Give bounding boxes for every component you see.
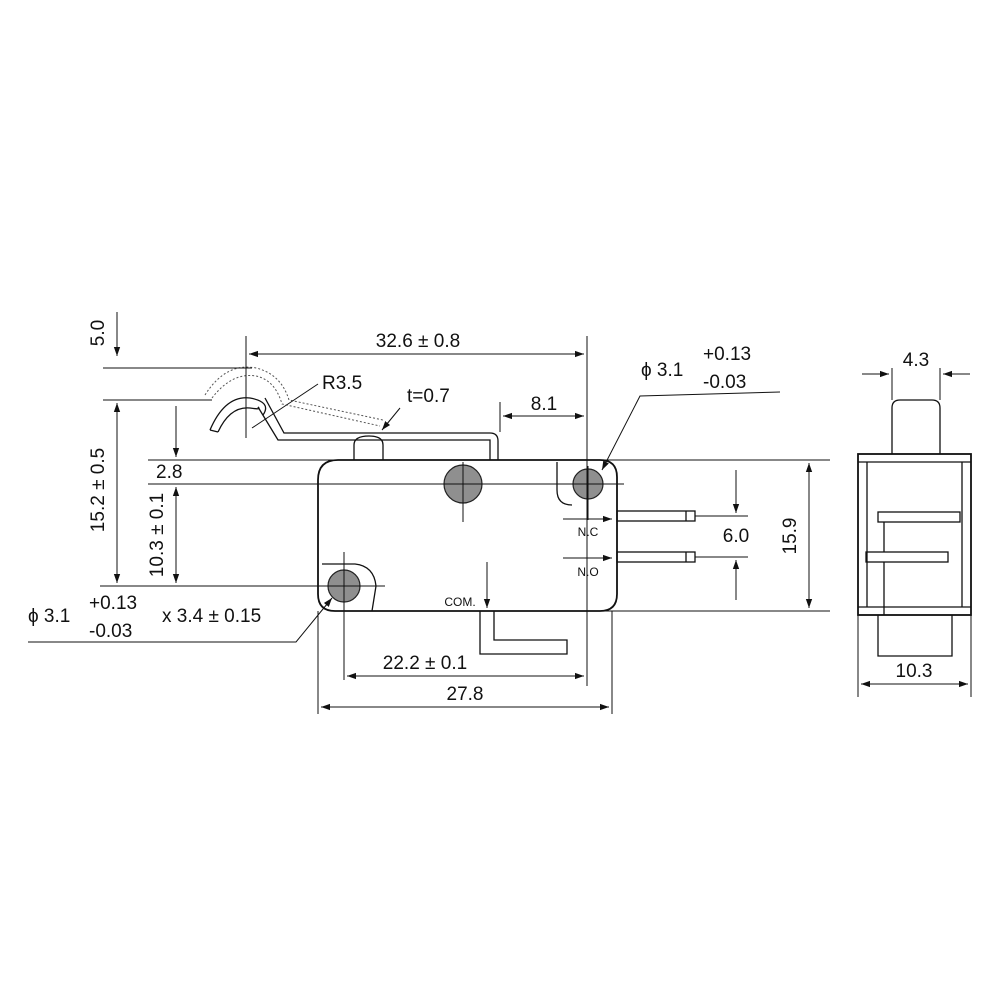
mounting-holes [100, 462, 624, 680]
bottom-hole-tol-minus: -0.03 [89, 621, 132, 642]
nc-label: N.C [578, 525, 599, 539]
top-hole-tol-plus: +0.13 [703, 344, 751, 365]
lever-tip-label: 8.1 [531, 394, 557, 415]
top-hole-tol-minus: -0.03 [703, 372, 746, 393]
com-label: COM. [444, 595, 475, 609]
lever-thickness-label: t=0.7 [407, 386, 450, 407]
no-terminal [616, 551, 696, 563]
com-terminal [479, 611, 568, 655]
lever-height-label: 15.2 ± 0.5 [88, 448, 109, 532]
lever-radius-label: R3.5 [322, 373, 362, 394]
body-length-label: 27.8 [447, 684, 484, 705]
hole-spacing-h-label: 22.2 ± 0.1 [383, 653, 467, 674]
dimension-lines [28, 312, 830, 714]
no-label: N.O [577, 565, 598, 579]
terminal-pitch-label: 6.0 [723, 526, 749, 547]
body-width-label: 10.3 [896, 661, 933, 682]
nc-terminal [616, 510, 696, 522]
bottom-hole-slot-label: x 3.4 ± 0.15 [162, 606, 261, 627]
roller-lever [204, 366, 499, 460]
bottom-hole-diameter-label: ϕ 3.1 [28, 606, 70, 627]
top-hole-diameter-label: ϕ 3.1 [641, 360, 683, 381]
lever-offset-label: 5.0 [88, 320, 109, 346]
side-body [857, 453, 972, 616]
body-offset-label: 2.8 [156, 462, 182, 483]
overall-length-label: 32.6 ± 0.8 [376, 331, 460, 352]
bottom-hole-tol-plus: +0.13 [89, 593, 137, 614]
plunger-width-label: 4.3 [903, 350, 929, 371]
hole-spacing-v-label: 10.3 ± 0.1 [147, 493, 168, 577]
side-view: 4.3 10.3 [857, 350, 972, 697]
dimension-labels: 32.6 ± 0.8 5.0 R3.5 t=0.7 8.1 ϕ 3.1 +0.1… [28, 320, 801, 705]
body-height-label: 15.9 [780, 518, 801, 555]
plunger [891, 399, 941, 454]
